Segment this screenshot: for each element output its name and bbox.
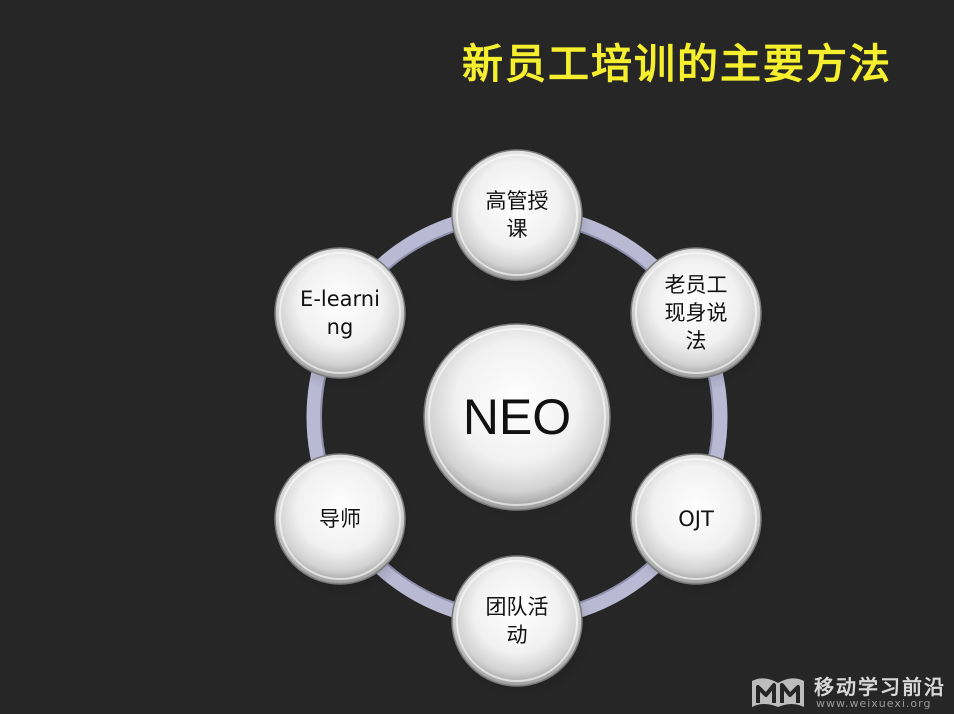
ball-tuandui: [451, 555, 583, 687]
node-elearning-label: E-learning: [300, 287, 380, 339]
node-ojt-label: OJT: [678, 507, 714, 531]
node-tuandui: 团队活动: [452, 556, 582, 686]
ball-gaoguan: [451, 149, 583, 281]
node-center-label: NEO: [462, 389, 572, 445]
node-daoshi: 导师: [275, 454, 405, 584]
ball-elearning: [274, 247, 406, 379]
ball-rim-laoyuangong: [635, 252, 757, 374]
node-center: NEO: [424, 324, 610, 510]
ball-ojt: [630, 453, 762, 585]
ball-rim-gaoguan: [456, 154, 578, 276]
watermark-text: 移动学习前沿: [814, 675, 946, 699]
node-ojt: OJT: [631, 454, 761, 584]
ball-laoyuangong: [630, 247, 762, 379]
node-gaoguan: 高管授课: [452, 150, 582, 280]
node-elearning: E-learning: [275, 248, 405, 378]
watermark: 移动学习前沿 www.weixuexi.org: [744, 667, 954, 714]
ball-rim-elearning: [279, 252, 401, 374]
ball-daoshi: [274, 453, 406, 585]
ball-rim-daoshi: [279, 458, 401, 580]
ball-rim-center: [428, 328, 606, 506]
node-tuandui-label: 团队活动: [485, 595, 549, 647]
ball-rim-ojt: [635, 458, 757, 580]
node-laoyuangong: 老员工现身说法: [631, 248, 761, 378]
watermark-url: www.weixuexi.org: [816, 697, 932, 710]
ball-rim-tuandui: [456, 560, 578, 682]
book-logo-icon: [752, 678, 804, 707]
node-laoyuangong-label: 老员工现身说法: [664, 273, 728, 353]
node-daoshi-label: 导师: [319, 507, 361, 531]
slide-title: 新员工培训的主要方法: [462, 40, 892, 88]
ball-center: [423, 323, 611, 511]
node-gaoguan-label: 高管授课: [485, 189, 549, 241]
